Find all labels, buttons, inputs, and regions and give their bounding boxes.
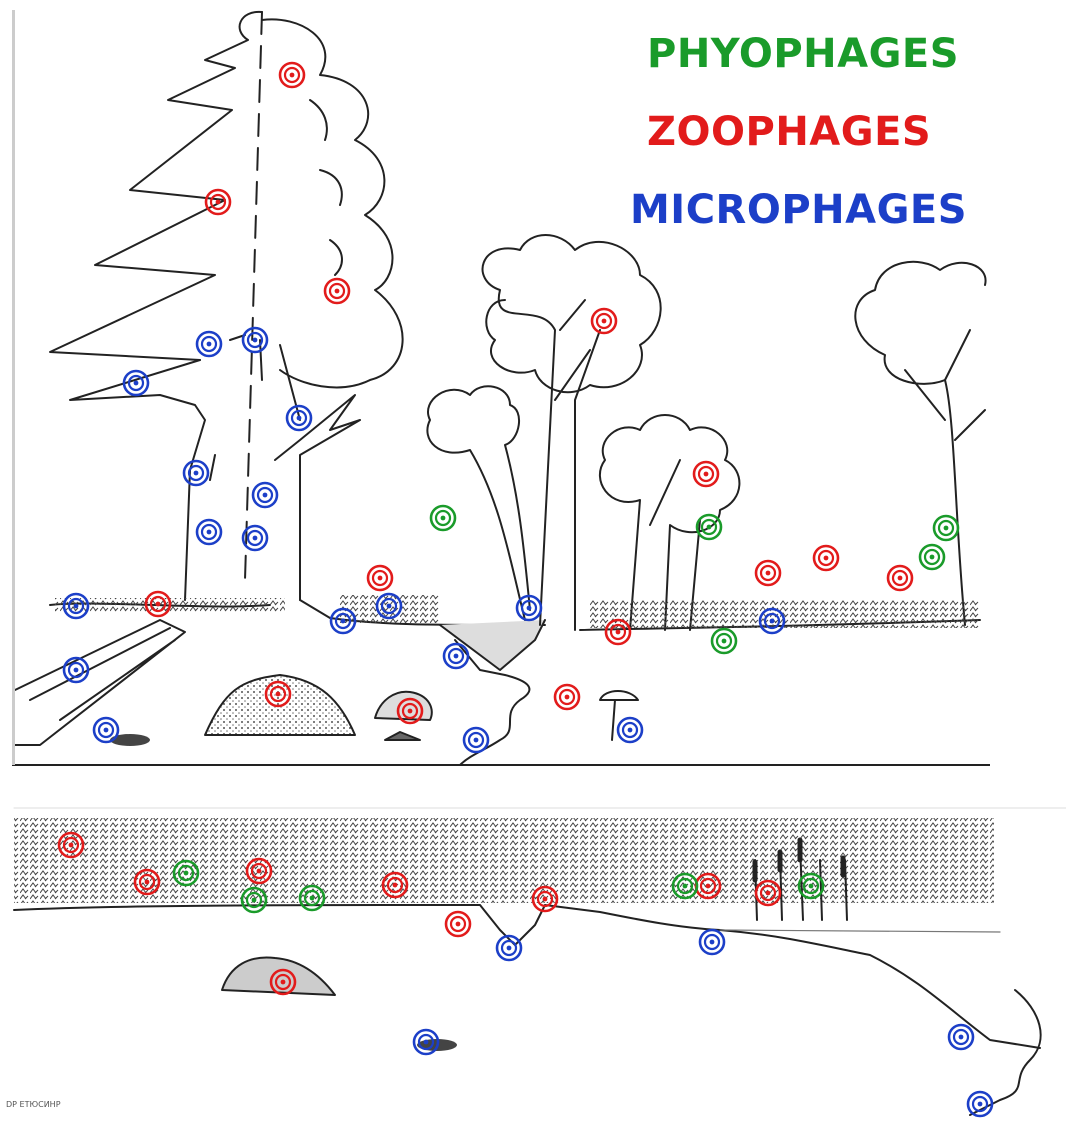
microphages-marker-icon [197,520,221,544]
bottom-panel-drawing [14,808,1066,1115]
tree-small [427,386,530,620]
zoophages-marker-icon [888,566,912,590]
microphages-marker-icon [968,1092,992,1116]
microphages-marker-icon [253,483,277,507]
microphages-marker-icon [94,718,118,742]
water-line [720,930,1000,932]
drawing-credit: DP ЕТЮСИНР [6,1100,61,1109]
tree-right [855,262,985,625]
zoophages-marker-icon [555,685,579,709]
zoophages-marker-icon [592,309,616,333]
legend-microphages: MICROPHAGES [630,190,967,230]
legend-phyophages: PHYOPHAGES [647,34,959,74]
bottom-ground [14,905,1040,1048]
microphages-marker-icon [287,406,311,430]
conifer-tree [50,12,262,360]
phyophages-marker-icon [431,506,455,530]
microphages-marker-icon [197,332,221,356]
zoophages-marker-icon [814,546,838,570]
zoophages-marker-icon [756,561,780,585]
top-panel-left-border [12,10,15,765]
microphages-marker-icon [949,1025,973,1049]
dead-trunk [70,335,360,600]
zoophages-marker-icon [280,63,304,87]
zoophages-marker-icon [325,279,349,303]
tree-bushy [600,415,740,630]
rock [375,692,432,720]
microphages-marker-icon [184,461,208,485]
phyophages-marker-icon [697,515,721,539]
microphages-marker-icon [700,930,724,954]
zoophages-marker-icon [694,462,718,486]
microphages-marker-icon [444,644,468,668]
zoophages-marker-icon [446,912,470,936]
microphages-marker-icon [464,728,488,752]
deciduous-crown [262,19,403,387]
zoophages-marker-icon [206,190,230,214]
phyophages-marker-icon [934,516,958,540]
phyophages-marker-icon [712,629,736,653]
microphages-marker-icon [243,328,267,352]
phyophages-marker-icon [920,545,944,569]
microphages-marker-icon [618,718,642,742]
legend-zoophages: ZOOPHAGES [647,112,931,152]
zoophages-marker-icon [368,566,392,590]
